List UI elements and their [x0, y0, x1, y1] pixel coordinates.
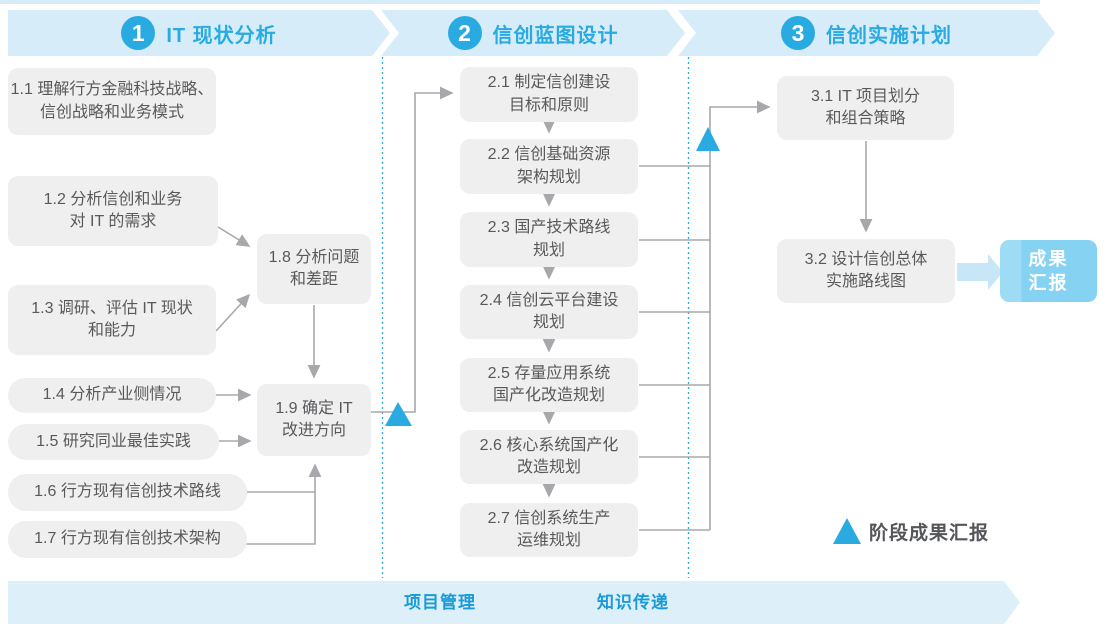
- arrow-bus-to-3-1: [709, 100, 771, 530]
- milestone-triangle-icon-phase2: [696, 127, 720, 151]
- bottom-label-project-management: 项目管理: [404, 593, 476, 612]
- bottom-label-knowledge-transfer: 知识传递: [597, 593, 669, 612]
- task-box-1-1: 1.1 理解行方金融科技战略、 信创战略和业务模式: [8, 68, 216, 135]
- task-box-2-1: 2.1 制定信创建设 目标和原则: [460, 67, 638, 122]
- task-box-2-4: 2.4 信创云平台建设 规划: [460, 285, 638, 339]
- task-box-3-2: 3.2 设计信创总体 实施路线图: [777, 239, 955, 303]
- task-box-2-6: 2.6 核心系统国产化 改造规划: [460, 430, 638, 484]
- task-box-1-8: 1.8 分析问题 和差距: [257, 234, 371, 304]
- milestone-triangle-icon-legend: [833, 518, 861, 544]
- task-box-1-7: 1.7 行方现有信创技术架构: [8, 521, 247, 558]
- task-box-2-3: 2.3 国产技术路线 规划: [460, 212, 638, 267]
- milestone-legend-label: 阶段成果汇报: [869, 523, 990, 544]
- arrow-1-3-to-1-8: [215, 293, 251, 332]
- task-box-1-9: 1.9 确定 IT 改进方向: [257, 384, 371, 456]
- bottom-swimlane-bar: [8, 581, 1020, 624]
- task-box-2-7: 2.7 信创系统生产 运维规划: [460, 503, 638, 557]
- fat-arrow-to-result: [957, 254, 1003, 290]
- arrow-1-9-to-2-1: [371, 86, 454, 413]
- task-box-2-2: 2.2 信创基础资源 架构规划: [460, 139, 638, 194]
- task-box-2-5: 2.5 存量应用系统 国产化改造规划: [460, 358, 638, 412]
- task-box-1-5: 1.5 研究同业最佳实践: [8, 424, 219, 460]
- phase-3-title: 信创实施计划: [826, 24, 952, 47]
- phase-2-title: 信创蓝图设计: [492, 24, 619, 47]
- phase-1-number-badge: 1: [121, 16, 155, 50]
- arrow-1-7-to-1-9: [246, 463, 322, 545]
- task-box-3-1: 3.1 IT 项目划分 和组合策略: [777, 76, 954, 140]
- phase-3-number-badge: 3: [781, 16, 815, 50]
- arrow-1-2-to-1-8: [217, 226, 251, 247]
- phase-2-header: 2 信创蓝图设计: [381, 10, 685, 56]
- top-edge-strip: [0, 0, 1040, 4]
- task-box-1-2: 1.2 分析信创和业务 对 IT 的需求: [8, 176, 218, 246]
- phase-1-title: IT 现状分析: [166, 24, 277, 47]
- task-box-1-4: 1.4 分析产业侧情况: [8, 378, 216, 413]
- task-box-1-6: 1.6 行方现有信创技术路线: [8, 474, 247, 511]
- task-box-1-3: 1.3 调研、评估 IT 现状 和能力: [8, 285, 216, 355]
- phase-3-header: 3 信创实施计划: [678, 10, 1055, 56]
- phase-2-number-badge: 2: [448, 16, 482, 50]
- milestone-triangle-icon-phase1: [385, 402, 412, 426]
- phase-1-header: 1 IT 现状分析: [8, 10, 390, 56]
- result-report-box: 成果 汇报: [1000, 240, 1097, 302]
